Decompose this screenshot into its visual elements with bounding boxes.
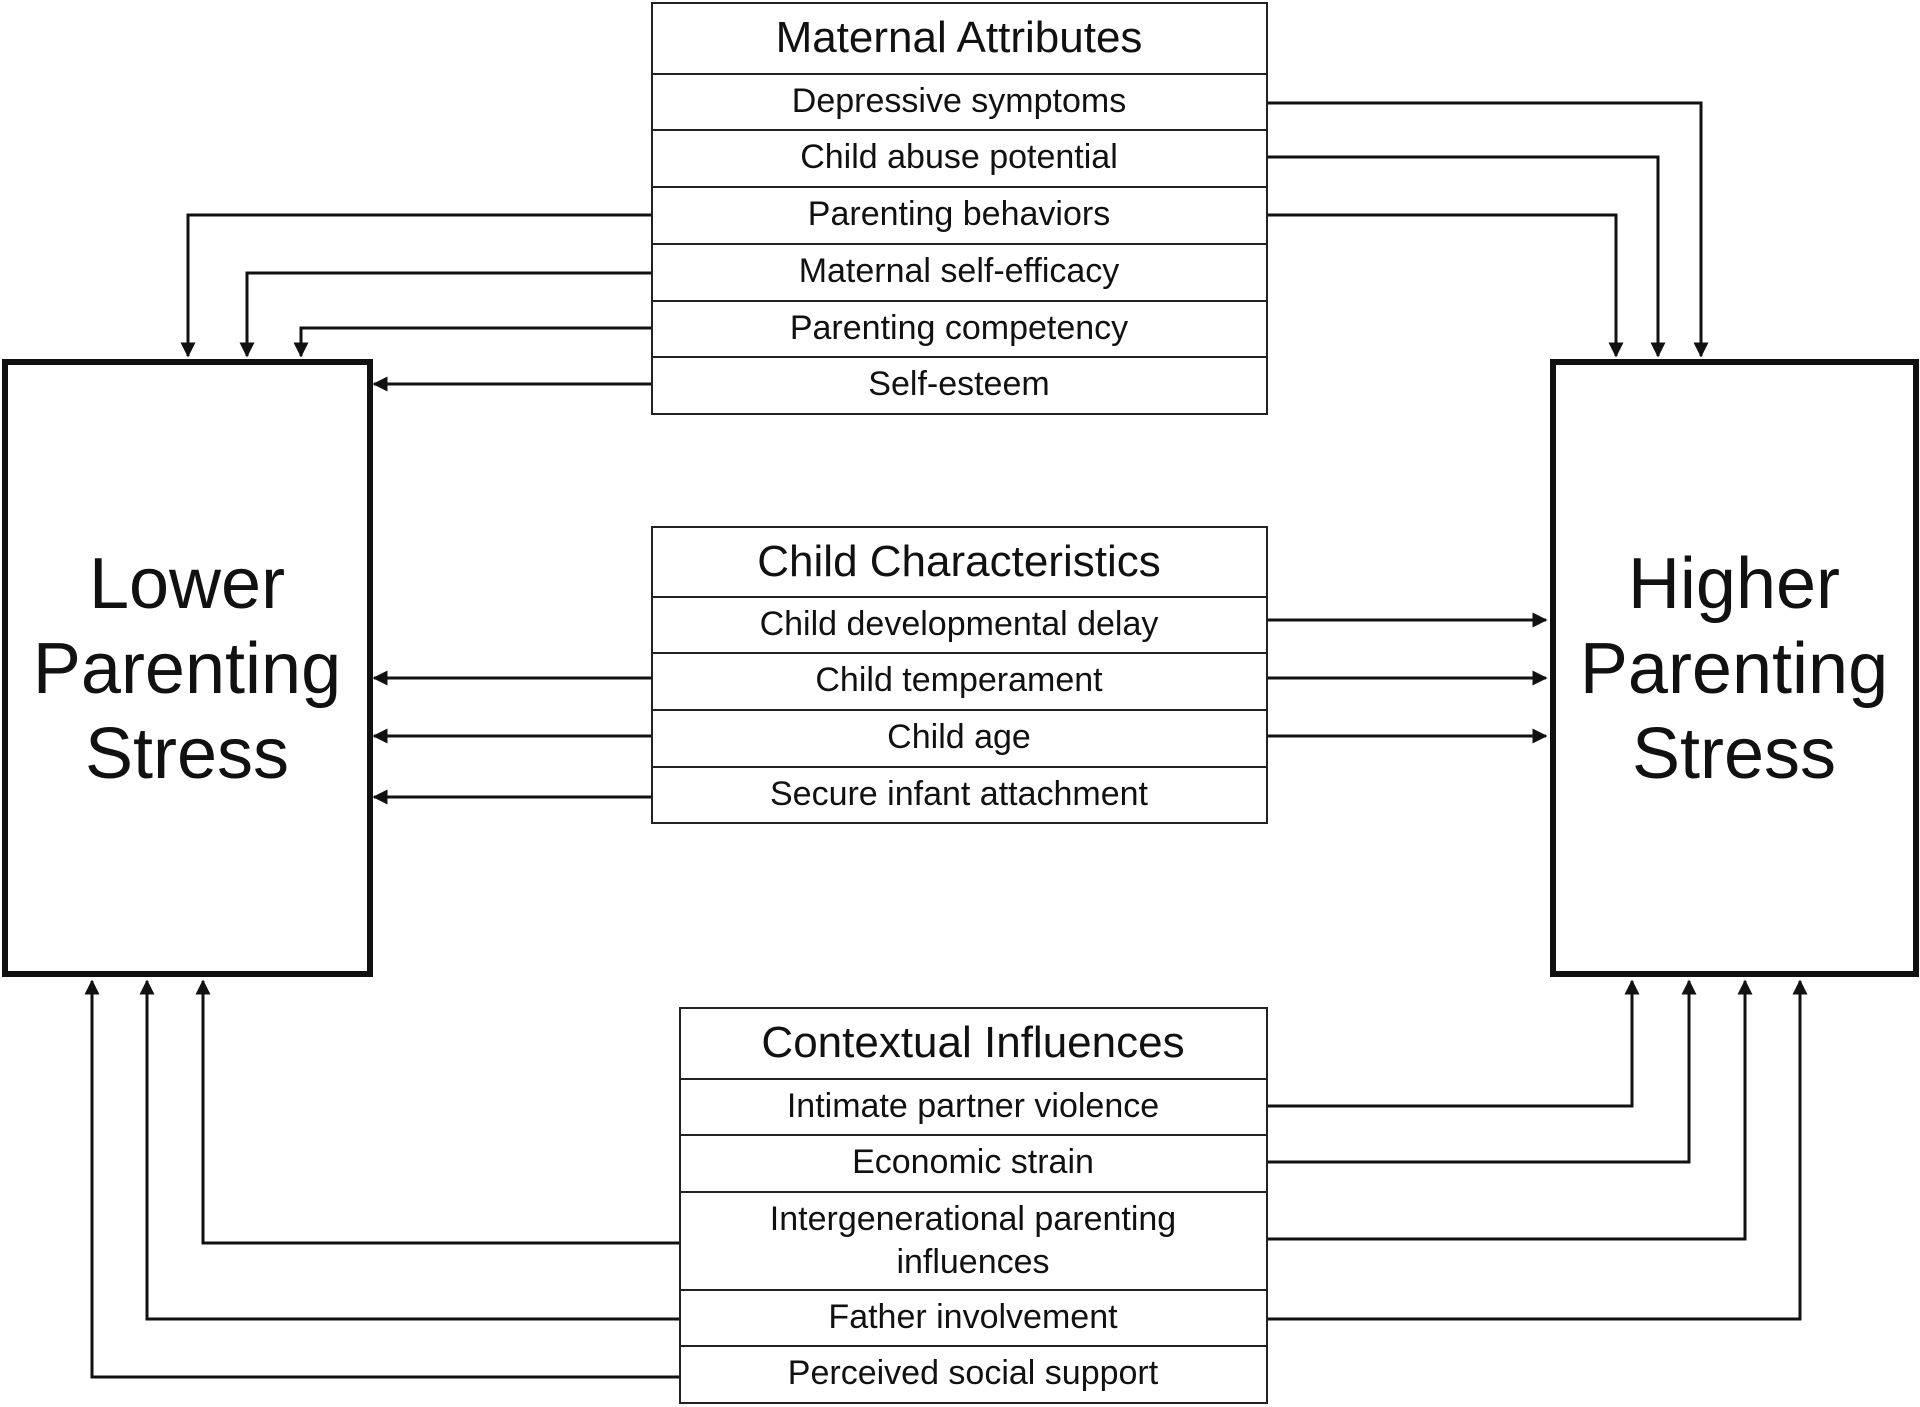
contextual-header: Contextual Influences [761, 1018, 1184, 1067]
arrow-parenting-competency-to-lower [293, 326, 652, 358]
lower-box-line-1: Lower [89, 544, 285, 624]
contextual-row-intimate-partner-violence: Intimate partner violence [787, 1087, 1159, 1125]
contextual-row-father-involvement: Father involvement [828, 1298, 1118, 1336]
contextual-row-intergenerational-line-2: influences [896, 1243, 1049, 1281]
maternal-header-cell [651, 2, 1268, 75]
child-header: Child Characteristics [757, 537, 1160, 586]
arrow-economic-strain-to-higher [1267, 979, 1697, 1164]
maternal-row-cell [651, 243, 1268, 302]
child-row-cell [651, 652, 1268, 711]
child-row-cell [651, 766, 1268, 824]
lower-box-line-2: Parenting [33, 629, 341, 709]
higher-parenting-stress-box: Higher Parenting Stress [1550, 359, 1919, 977]
child-row-cell [651, 596, 1268, 654]
arrow-maternal-self-efficacy-to-lower [239, 271, 652, 358]
child-row-temperament: Child temperament [815, 661, 1103, 699]
child-characteristics-table: Child Characteristics Child developmenta… [651, 526, 1268, 824]
contextual-row-cell [679, 1078, 1268, 1136]
higher-box-line-2: Parenting [1580, 629, 1888, 709]
arrow-parenting-behaviors-to-higher [1267, 213, 1624, 358]
contextual-influences-table: Contextual Influences Intimate partner v… [679, 1007, 1268, 1404]
arrows-group [84, 101, 1808, 1379]
contextual-row-intergenerational-line-1: Intergenerational parenting [770, 1200, 1176, 1238]
maternal-row-cell [651, 300, 1268, 358]
child-header-cell [651, 526, 1268, 598]
contextual-row-cell [679, 1345, 1268, 1404]
arrow-child-abuse-potential-to-higher [1267, 155, 1666, 358]
maternal-row-cell [651, 356, 1268, 415]
arrow-perceived-social-support-to-lower [84, 979, 680, 1379]
maternal-attributes-table: Maternal Attributes Depressive symptoms … [651, 2, 1268, 415]
child-row-cell [651, 709, 1268, 768]
arrow-intergenerational-to-lower [195, 979, 680, 1245]
arrow-intergenerational-to-higher [1267, 979, 1753, 1241]
maternal-row-cell [651, 73, 1268, 131]
arrow-father-involvement-to-lower [139, 979, 680, 1321]
maternal-row-depressive-symptoms: Depressive symptoms [792, 82, 1126, 120]
lower-box-line-3: Stress [85, 714, 289, 794]
contextual-row-economic-strain: Economic strain [852, 1143, 1094, 1181]
arrow-father-involvement-to-higher [1267, 979, 1808, 1321]
maternal-row-maternal-self-efficacy: Maternal self-efficacy [799, 252, 1120, 290]
contextual-row-perceived-social-support: Perceived social support [788, 1354, 1159, 1392]
maternal-row-parenting-behaviors: Parenting behaviors [808, 195, 1110, 233]
higher-box-line-1: Higher [1628, 544, 1840, 624]
arrow-intimate-partner-violence-to-higher [1267, 979, 1640, 1108]
maternal-row-child-abuse-potential: Child abuse potential [800, 138, 1118, 176]
lower-parenting-stress-box: Lower Parenting Stress [2, 359, 373, 977]
higher-box-frame [1550, 359, 1919, 977]
child-row-developmental-delay: Child developmental delay [760, 605, 1159, 643]
maternal-header: Maternal Attributes [776, 13, 1143, 62]
maternal-row-self-esteem: Self-esteem [868, 365, 1049, 403]
contextual-header-cell [679, 1007, 1268, 1080]
arrow-parenting-behaviors-to-lower [180, 213, 652, 358]
maternal-row-cell [651, 129, 1268, 188]
arrow-depressive-symptoms-to-higher [1267, 101, 1709, 358]
child-row-secure-infant-attachment: Secure infant attachment [770, 775, 1149, 813]
lower-box-frame [2, 359, 373, 977]
child-row-age: Child age [887, 718, 1031, 756]
maternal-row-parenting-competency: Parenting competency [790, 309, 1128, 347]
contextual-row-cell [679, 1191, 1268, 1291]
higher-box-line-3: Stress [1632, 714, 1836, 794]
